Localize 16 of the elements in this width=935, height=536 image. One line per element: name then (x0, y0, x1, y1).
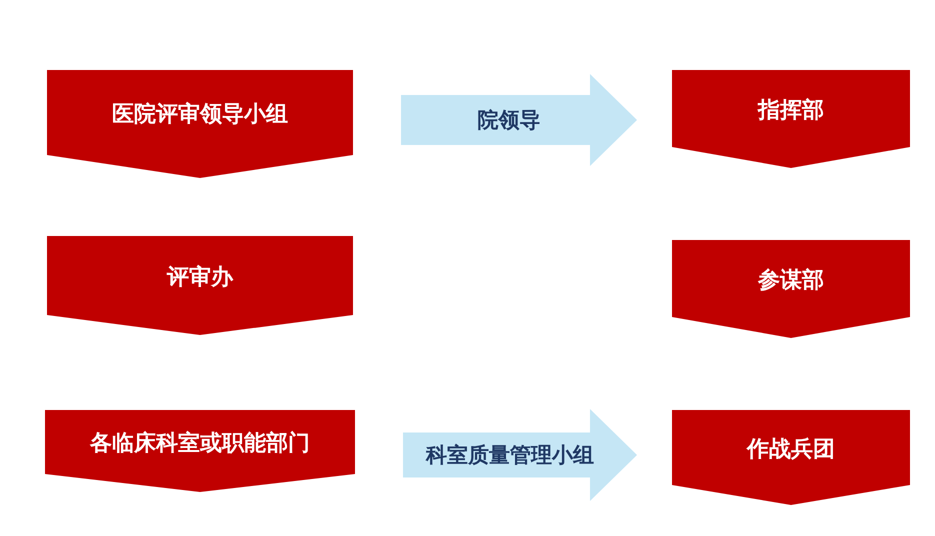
chevron-box (672, 410, 910, 505)
chevron-box (47, 236, 353, 335)
block-arrow (401, 74, 637, 166)
edge-label: 院领导 (476, 107, 542, 134)
box-title: 评审办 (166, 264, 234, 292)
box-title: 指挥部 (756, 96, 825, 124)
chevron-box (672, 70, 910, 168)
block-arrow (403, 409, 637, 501)
box-title: 各临床科室或职能部门 (88, 430, 311, 458)
box-title: 参谋部 (756, 266, 825, 294)
chevron-box (45, 410, 355, 492)
edge-label: 科室质量管理小组 (424, 442, 595, 469)
box-title: 作战兵团 (745, 436, 836, 464)
chevron-box (672, 240, 910, 338)
box-title: 医院评审领导小组 (111, 100, 289, 128)
chevron-box (47, 70, 353, 178)
